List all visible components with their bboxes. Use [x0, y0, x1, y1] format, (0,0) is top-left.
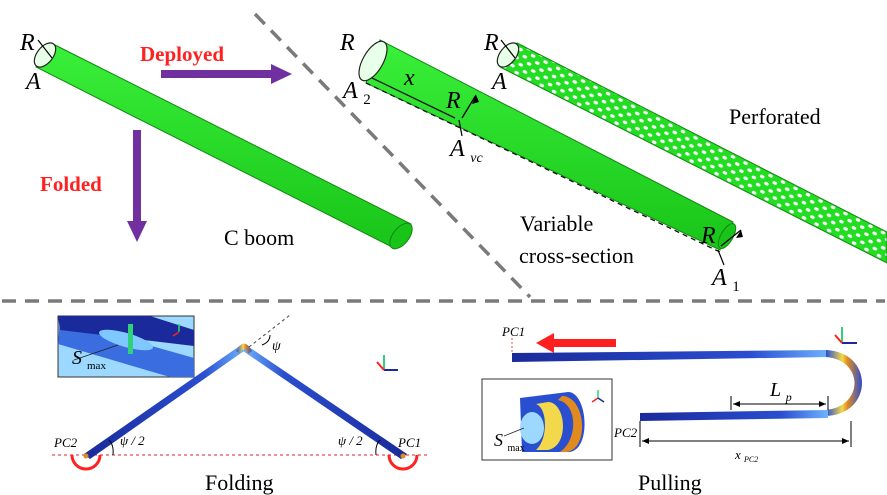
folding-bend-apex	[236, 343, 252, 354]
right-psi-half-arc	[375, 439, 381, 456]
a1-label-sub: 1	[732, 279, 740, 295]
folded-label: Folded	[40, 172, 102, 196]
folding-right-arm	[243, 345, 407, 459]
pulling-pc2-label: PC2	[613, 425, 638, 440]
psi-reference-line	[248, 314, 291, 348]
xpc2-label-main: x	[734, 447, 741, 462]
avc-leader	[458, 119, 463, 137]
right-psi-half-label: ψ / 2	[338, 433, 363, 448]
variable-r-label: R	[339, 30, 355, 56]
x-dimension-line	[371, 77, 456, 119]
c-boom-a-label: A	[24, 69, 41, 95]
pulling-smax-sub: max	[508, 443, 525, 454]
folding-stress-inset: S max	[57, 315, 195, 378]
psi-arc	[261, 334, 271, 346]
variable-cross-section-panel: R A 2 x R A vc Variable cross-section R …	[339, 30, 743, 295]
c-boom-name: C boom	[224, 225, 294, 250]
folding-pc1-label: PC1	[397, 435, 421, 450]
axis-triad-icon	[591, 390, 605, 403]
folding-smax-label: S max	[72, 347, 106, 372]
folding-pc2-label: PC2	[53, 435, 78, 450]
right-arrow-icon	[161, 64, 292, 84]
a2-label: A 2	[341, 78, 371, 108]
pulling-smax-label: S max	[494, 430, 525, 454]
mid-radius-arrow	[461, 94, 479, 119]
pulling-name: Pulling	[638, 470, 702, 495]
lp-dimension	[730, 396, 829, 410]
axis-triad-icon	[376, 355, 398, 371]
down-arrow-icon	[127, 130, 147, 242]
variable-label-line1: Variable	[520, 211, 593, 236]
deployed-label: Deployed	[140, 42, 224, 66]
c-boom-panel: R A Deployed Folded C boom	[19, 30, 413, 250]
xpc2-dimension	[639, 421, 852, 447]
pulling-pc1-label: PC1	[501, 324, 525, 339]
a1-label-main: A	[710, 265, 727, 291]
pulling-boom	[512, 350, 862, 421]
xpc2-label: x PC2	[734, 447, 758, 464]
a2-label-main: A	[341, 78, 358, 104]
a1-leader	[717, 249, 725, 266]
folding-smax-sub: max	[87, 360, 106, 372]
pulling-smax-main: S	[494, 430, 503, 450]
mid-r-label: R	[445, 88, 461, 114]
a2-label-sub: 2	[363, 92, 371, 108]
variable-tube	[358, 39, 737, 253]
perforated-a-label: A	[490, 69, 507, 95]
pinned-support-icon	[387, 453, 419, 471]
perforated-panel: R A Perforated	[483, 30, 887, 264]
left-arrow-icon	[536, 333, 616, 353]
lp-label-main: L	[769, 379, 781, 401]
axis-triad-icon	[172, 324, 186, 337]
taper-reference-line	[365, 82, 721, 253]
a1-label: A 1	[710, 265, 740, 295]
perforated-r-label: R	[483, 30, 499, 56]
c-boom-tube	[33, 42, 413, 250]
folding-smax-main: S	[72, 347, 82, 369]
c-boom-r-label: R	[19, 30, 35, 56]
xpc2-label-sub: PC2	[743, 455, 758, 464]
axis-triad-icon	[834, 327, 857, 344]
psi-label: ψ	[272, 339, 281, 354]
perforated-r-dimension	[500, 39, 516, 59]
folding-panel: ψ ψ / 2 ψ / 2 PC2 PC1 S max	[52, 314, 430, 495]
pulling-stress-inset: S max	[481, 378, 613, 461]
left-psi-half-label: ψ / 2	[120, 433, 145, 448]
folding-left-arm	[84, 345, 244, 459]
x-label: x	[403, 65, 415, 91]
pulling-panel: PC1 L p PC2	[481, 324, 862, 495]
avc-label: A vc	[448, 136, 483, 166]
avc-label-sub: vc	[470, 151, 483, 166]
folding-name: Folding	[205, 470, 273, 495]
lp-label: L p	[769, 379, 792, 404]
end-radius-arrow	[720, 229, 743, 247]
c-boom-r-dimension	[37, 39, 53, 59]
perforated-name: Perforated	[729, 104, 821, 129]
variable-label-line2: cross-section	[519, 243, 634, 268]
avc-label-main: A	[448, 136, 465, 162]
perforated-tube	[496, 42, 887, 264]
diagonal-divider	[253, 12, 532, 299]
pinned-support-icon	[70, 453, 102, 471]
left-psi-half-arc	[108, 439, 114, 456]
end-r-label: R	[700, 223, 716, 249]
lp-label-sub: p	[785, 390, 792, 404]
